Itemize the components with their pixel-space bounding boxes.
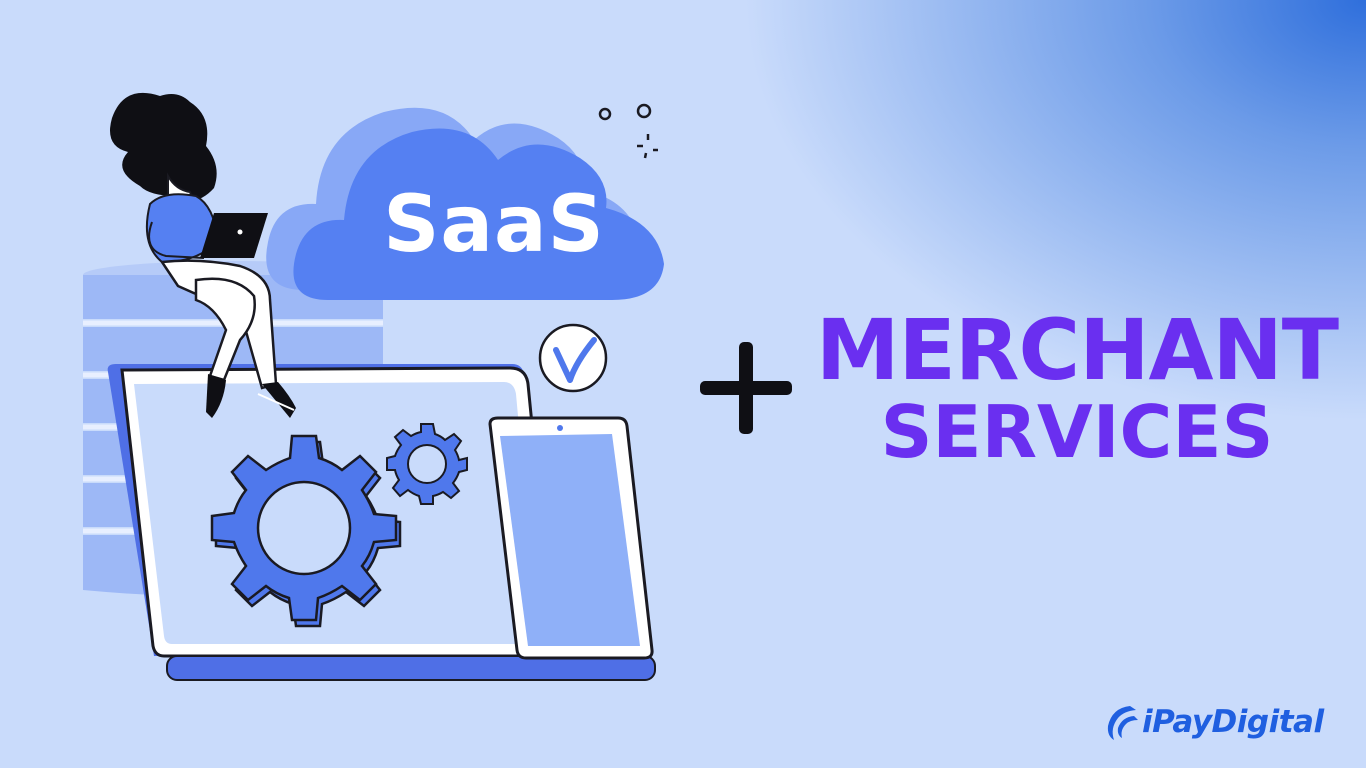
saas-label: SaaS — [383, 180, 605, 270]
wave-logo-icon — [1107, 706, 1138, 740]
plus-icon — [700, 342, 792, 434]
sparkle-icon — [598, 103, 658, 159]
headline-line1: MERCHANT — [815, 301, 1339, 399]
small-gear-icon — [386, 423, 468, 505]
brand-name: iPayDigital — [1142, 704, 1324, 740]
gear-icon — [210, 434, 402, 628]
check-badge-icon — [538, 323, 608, 393]
headline: MERCHANT SERVICES — [812, 308, 1342, 468]
tablet-icon — [488, 416, 654, 660]
headline-line2: SERVICES — [880, 390, 1274, 474]
brand-logo: iPayDigital — [1104, 701, 1324, 743]
cloud-icon — [266, 107, 664, 300]
person-illustration — [110, 92, 296, 418]
saas-illustration — [83, 92, 664, 681]
